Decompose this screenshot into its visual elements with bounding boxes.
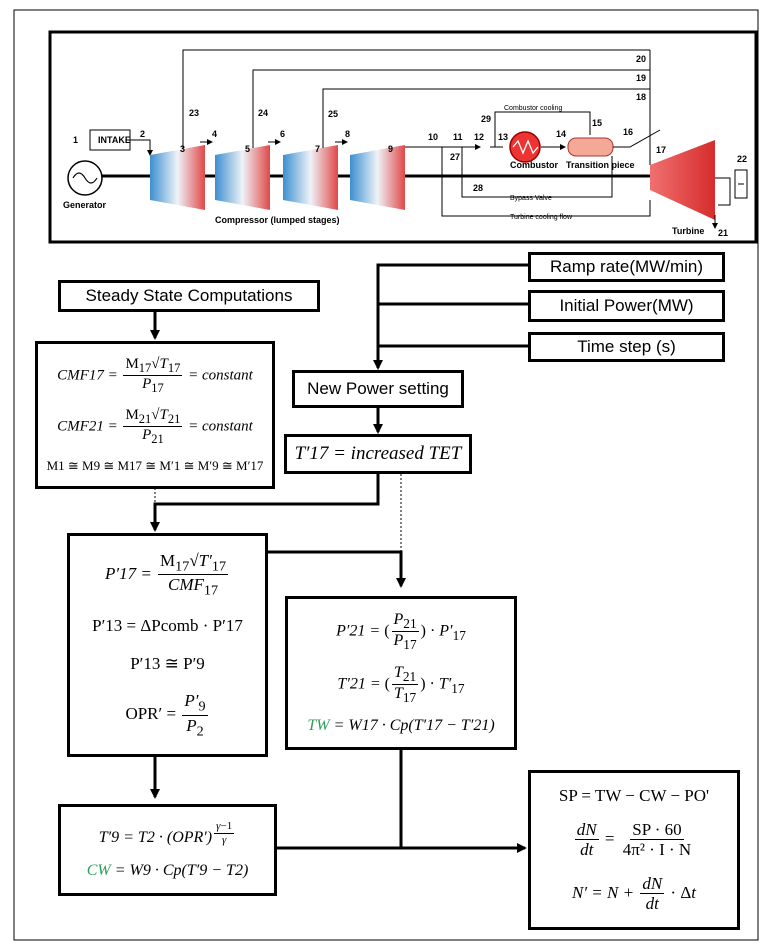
sp-equation: SP = TW − CW − PO' <box>558 785 710 805</box>
cw-equation: CW = W9 · Cp(T′9 − T2) <box>87 862 249 880</box>
station-10: 10 <box>428 132 438 142</box>
station-4: 4 <box>212 129 217 139</box>
station-23: 23 <box>189 108 199 118</box>
tw-lhs: TW <box>307 717 330 735</box>
station-17: 17 <box>656 145 666 155</box>
initial-power-label: Initial Power(MW) <box>559 296 694 315</box>
station-5: 5 <box>245 144 250 154</box>
ramp-rate-label: Ramp rate(MW/min) <box>549 257 703 276</box>
dndt-denominator: 4π² · I · N <box>622 840 692 860</box>
tw-equation: TW = W17 · Cp(T′17 − T′21) <box>307 717 494 735</box>
station-1: 1 <box>73 135 78 145</box>
cmf17-rhs: = constant <box>188 367 253 384</box>
turbine-label: Turbine <box>672 226 704 236</box>
p13-equation: P′13 = ΔPcomb · P′17 <box>92 616 243 636</box>
outer-frame <box>13 9 759 941</box>
turbine-symbol <box>650 140 715 220</box>
station-2: 2 <box>140 129 145 139</box>
station-20: 20 <box>636 54 646 64</box>
station-16: 16 <box>623 127 633 137</box>
p13-p9-equation: P′13 ≅ P′9 <box>130 653 205 673</box>
transition-label: Transition piece <box>566 160 635 170</box>
station-12: 12 <box>474 132 484 142</box>
compressor-stage-2 <box>215 145 270 210</box>
dotted-connectors <box>154 474 402 582</box>
cw-rhs: = W9 · Cp(T′9 − T2) <box>114 861 249 879</box>
station-22: 22 <box>737 154 747 164</box>
compressor-stage-4 <box>350 145 405 210</box>
station-24: 24 <box>258 108 268 118</box>
compressor-stage-1 <box>150 145 205 210</box>
compressor-stage-3 <box>283 145 338 210</box>
combustor-cooling-label: Combustor cooling <box>504 105 562 112</box>
new-power-box: New Power setting <box>292 370 464 408</box>
station-8: 8 <box>345 129 350 139</box>
station-15: 15 <box>592 118 602 128</box>
flowchart-connectors <box>150 263 530 853</box>
combustor-label: Combustor <box>510 160 558 170</box>
tw-rhs: = W17 · Cp(T′17 − T′21) <box>333 717 495 735</box>
steady-state-label: Steady State Computations <box>85 286 293 305</box>
p21-lhs: P′21 = <box>336 622 381 640</box>
station-25: 25 <box>328 109 338 119</box>
cw-lhs: CW <box>86 861 111 879</box>
n-update-lhs: N′ = N + <box>571 882 635 902</box>
cmf21-rhs: = constant <box>188 418 253 435</box>
station-21: 21 <box>718 228 728 238</box>
generator-label: Generator <box>63 200 107 210</box>
dndt-numerator: SP · 60 <box>630 819 684 841</box>
cmf17-lhs: CMF17 = <box>57 367 118 384</box>
time-step-box: Time step (s) <box>528 332 725 362</box>
station-13: 13 <box>498 132 508 142</box>
p17-lhs: P′17 = <box>104 563 152 583</box>
ramp-rate-box: Ramp rate(MW/min) <box>528 252 725 282</box>
station-6: 6 <box>280 129 285 139</box>
mass-relation: M1 ≅ M9 ≅ M17 ≅ M′1 ≅ M′9 ≅ M′17 <box>46 458 264 474</box>
steady-state-box: Steady State Computations <box>58 280 320 312</box>
opr-lhs: OPR′ = <box>125 704 177 724</box>
time-step-label: Time step (s) <box>577 337 676 356</box>
station-18: 18 <box>636 92 646 102</box>
station-27: 27 <box>450 152 460 162</box>
compressor-label: Compressor (lumped stages) <box>215 215 340 225</box>
station-14: 14 <box>556 129 566 139</box>
cmf21-lhs: CMF21 = <box>57 418 118 435</box>
station-3: 3 <box>180 144 185 154</box>
new-power-label: New Power setting <box>307 379 449 398</box>
station-19: 19 <box>636 73 646 83</box>
t21-lhs: T′21 = <box>337 675 381 693</box>
station-7: 7 <box>315 144 320 154</box>
transition-piece <box>567 137 614 157</box>
station-29: 29 <box>481 114 491 124</box>
station-11: 11 <box>453 132 463 142</box>
intake-label: INTAKE <box>98 135 131 145</box>
t9-lhs: T′9 = T2 · (OPR′) <box>98 829 213 847</box>
station-9: 9 <box>388 144 393 154</box>
tet-equation: T′17 = increased TET <box>294 443 462 464</box>
station-28: 28 <box>473 183 483 193</box>
tet-box: T′17 = increased TET <box>284 434 472 474</box>
turbine-cooling-label: Turbine cooling flow <box>510 214 573 221</box>
bypass-label: Bypass Valve <box>510 195 552 202</box>
compressor-stages <box>150 145 405 210</box>
initial-power-box: Initial Power(MW) <box>528 290 725 322</box>
